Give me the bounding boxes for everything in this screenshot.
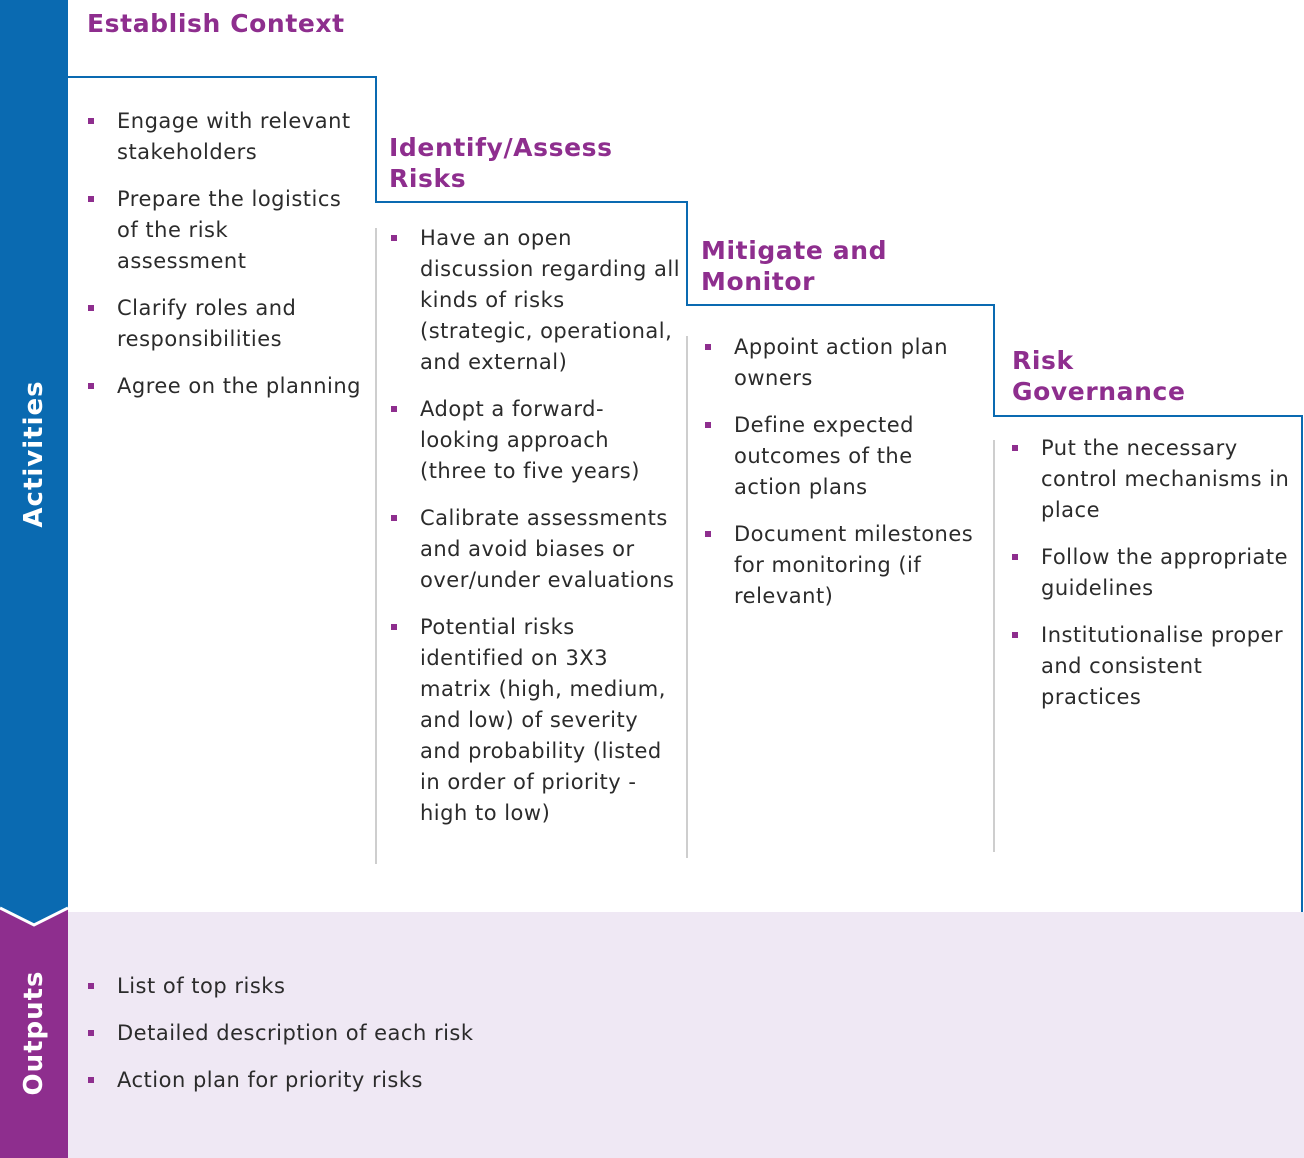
list-item: Clarify roles and responsibilities [88, 293, 363, 355]
stage-list-identify-assess-risks: Have an open discussion regarding all ki… [391, 223, 683, 845]
list-item: Define expected outcomes of the action p… [705, 410, 987, 503]
list-item: Document milestones for monitoring (if r… [705, 519, 987, 612]
list-item: Calibrate assessments and avoid biases o… [391, 503, 683, 596]
list-item: Potential risks identified on 3X3 matrix… [391, 612, 683, 829]
output-item: Detailed description of each risk [88, 1018, 988, 1049]
list-item: Engage with relevant stakeholders [88, 106, 363, 168]
stage-title-establish-context: Establish Context [87, 9, 345, 38]
stage-list-establish-context: Engage with relevant stakeholders Prepar… [88, 106, 363, 418]
activities-bar: Activities [0, 0, 68, 908]
outputs-bar: Outputs [0, 908, 68, 1158]
output-item: Action plan for priority risks [88, 1065, 988, 1096]
chevron-down-icon [0, 903, 68, 927]
list-item: Agree on the planning [88, 371, 363, 402]
staircase-outline [68, 76, 1303, 912]
outputs-list: List of top risks Detailed description o… [88, 971, 988, 1112]
stage-list-mitigate-and-monitor: Appoint action plan owners Define expect… [705, 332, 987, 628]
stage-title-risk-governance: Risk Governance [1012, 346, 1186, 406]
stage-title-identify-assess-risks: Identify/Assess Risks [389, 133, 613, 193]
stage-list-risk-governance: Put the necessary control mechanisms in … [1012, 433, 1300, 729]
list-item: Put the necessary control mechanisms in … [1012, 433, 1300, 526]
list-item: Prepare the logistics of the risk assess… [88, 184, 363, 277]
list-item: Adopt a forward-looking approach (three … [391, 394, 683, 487]
list-item: Appoint action plan owners [705, 332, 987, 394]
outputs-label: Outputs [19, 970, 49, 1096]
stage-title-mitigate-and-monitor: Mitigate and Monitor [701, 236, 888, 296]
output-item: List of top risks [88, 971, 988, 1002]
list-item: Institutionalise proper and consistent p… [1012, 620, 1300, 713]
list-item: Follow the appropriate guidelines [1012, 542, 1300, 604]
list-item: Have an open discussion regarding all ki… [391, 223, 683, 378]
step-line [68, 76, 1303, 912]
outputs-panel [68, 912, 1304, 1158]
